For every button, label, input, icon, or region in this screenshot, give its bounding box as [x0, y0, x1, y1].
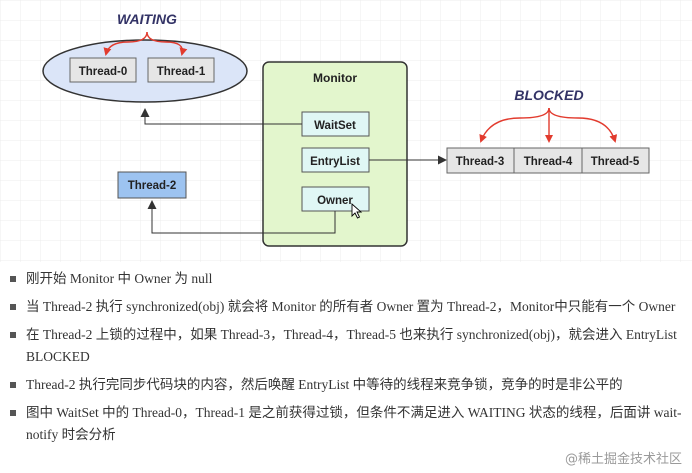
note-item: Thread-2 执行完同步代码块的内容，然后唤醒 EntryList 中等待的…	[8, 374, 688, 396]
owner-label: Owner	[317, 195, 353, 207]
blocked-arrow-right	[548, 107, 618, 143]
monitor-diagram: WAITING Thread-0 Thread-1 Monitor WaitSe…	[0, 0, 692, 262]
thread-4-label: Thread-4	[524, 156, 573, 168]
thread-4-box	[513, 147, 583, 174]
thread-0-label: Thread-0	[79, 66, 128, 78]
thread-0-box	[69, 57, 137, 83]
watermark: @稀土掘金技术社区	[564, 452, 682, 467]
bullet-icon	[10, 304, 16, 310]
note-text: 当 Thread-2 执行 synchronized(obj) 就会将 Moni…	[26, 299, 676, 314]
thread-1-label: Thread-1	[157, 66, 206, 78]
bullet-icon	[10, 410, 16, 416]
thread-3-label: Thread-3	[456, 156, 505, 168]
entrylist-label: EntryList	[310, 156, 360, 168]
thread-5-label: Thread-5	[591, 156, 640, 168]
blocked-arrow-left	[479, 107, 550, 143]
thread-1-box	[147, 57, 215, 83]
note-item: 刚开始 Monitor 中 Owner 为 null	[8, 268, 688, 290]
waitset-to-waiting-arrow	[140, 108, 302, 125]
thread-3-box	[446, 147, 515, 174]
waiting-arrow-left	[103, 31, 148, 56]
owner-to-thread2-arrow	[147, 200, 336, 234]
note-text: 刚开始 Monitor 中 Owner 为 null	[26, 271, 213, 286]
note-text: 在 Thread-2 上锁的过程中，如果 Thread-3，Thread-4，T…	[26, 327, 677, 364]
thread-5-box	[581, 147, 650, 174]
blocked-label: BLOCKED	[514, 87, 583, 103]
owner-slot	[301, 186, 370, 212]
thread-2-box	[117, 171, 187, 199]
entrylist-slot	[301, 147, 370, 173]
notes-list: 刚开始 Monitor 中 Owner 为 null 当 Thread-2 执行…	[8, 268, 688, 452]
note-item: 当 Thread-2 执行 synchronized(obj) 就会将 Moni…	[8, 296, 688, 318]
note-text: 图中 WaitSet 中的 Thread-0，Thread-1 是之前获得过锁，…	[26, 405, 682, 442]
bullet-icon	[10, 382, 16, 388]
cursor-icon	[351, 202, 363, 219]
note-item: 在 Thread-2 上锁的过程中，如果 Thread-3，Thread-4，T…	[8, 324, 688, 368]
waiting-label: WAITING	[117, 11, 177, 27]
note-item: 图中 WaitSet 中的 Thread-0，Thread-1 是之前获得过锁，…	[8, 402, 688, 446]
waitset-label: WaitSet	[314, 120, 356, 132]
note-text: Thread-2 执行完同步代码块的内容，然后唤醒 EntryList 中等待的…	[26, 377, 623, 392]
thread-2-label: Thread-2	[128, 180, 177, 192]
bullet-icon	[10, 276, 16, 282]
monitor-title: Monitor	[313, 71, 357, 85]
waiting-arrow-right	[146, 31, 188, 56]
waiting-ellipse	[42, 39, 248, 103]
bullet-icon	[10, 332, 16, 338]
